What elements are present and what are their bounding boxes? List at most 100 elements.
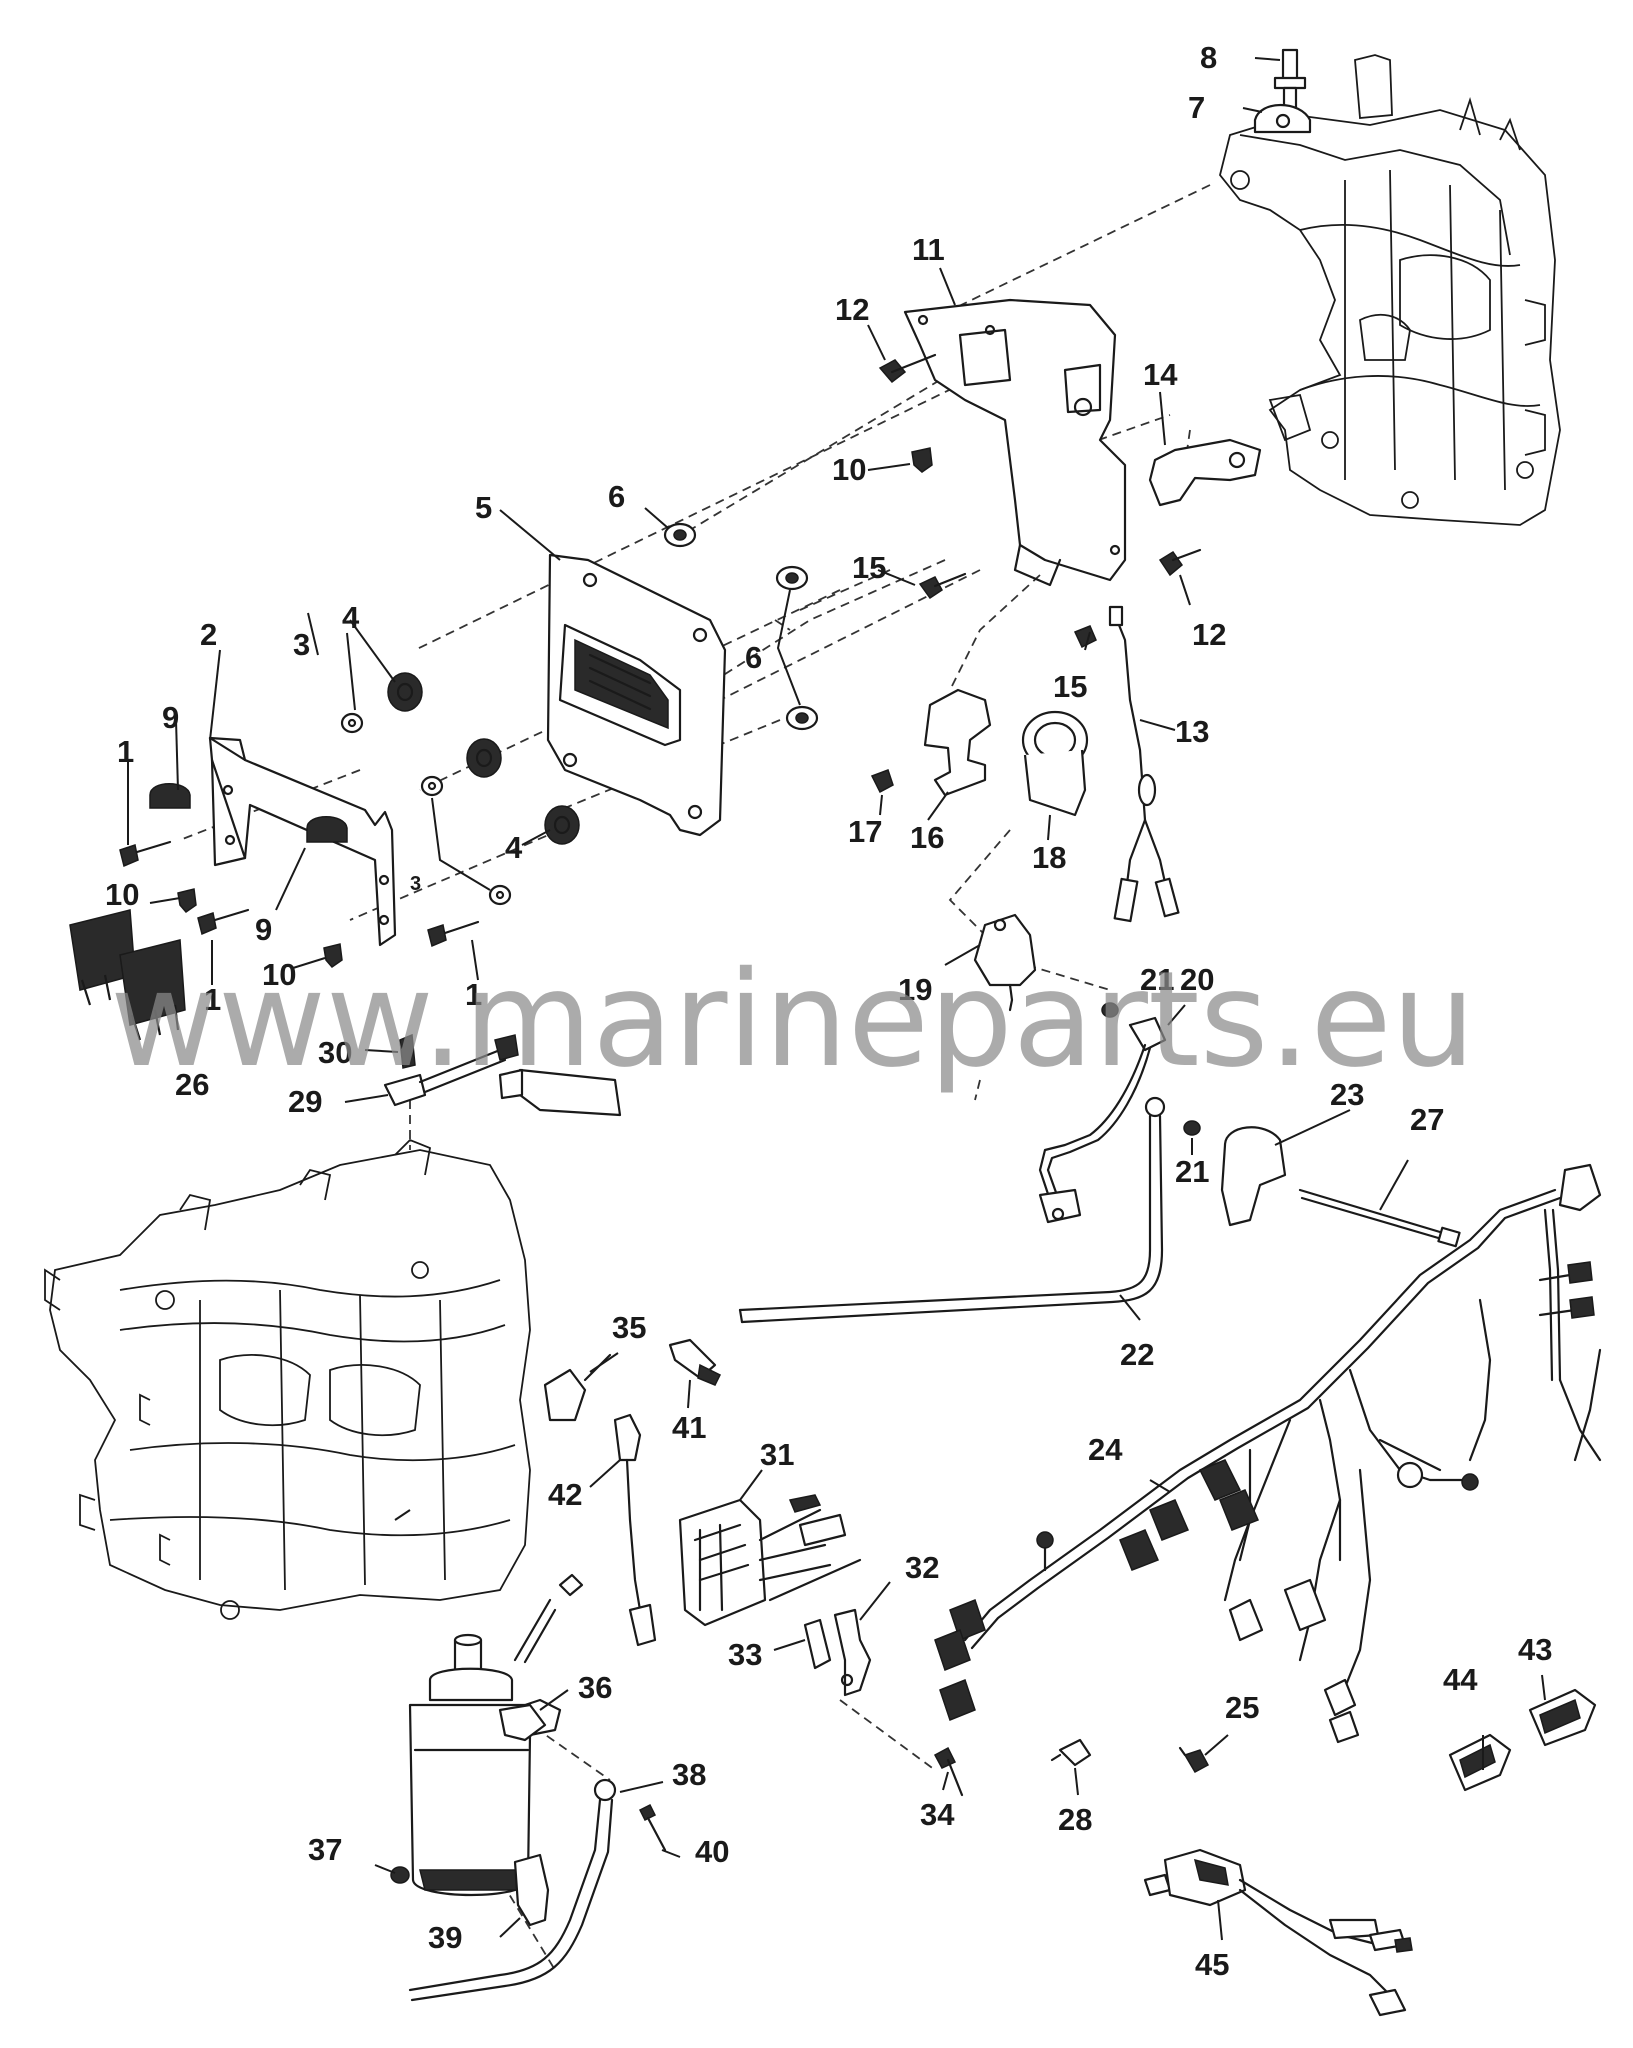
callout-40: 40 bbox=[695, 1834, 729, 1869]
watermark-text: www.marineparts.eu bbox=[110, 943, 1475, 1097]
callout-4: 4 bbox=[342, 600, 360, 635]
isolator-4 bbox=[387, 672, 580, 845]
screw-12-right bbox=[1158, 548, 1202, 577]
spacer-33 bbox=[803, 1618, 832, 1670]
starter-brush-marker bbox=[513, 1573, 584, 1664]
sensor-35 bbox=[543, 1353, 612, 1422]
callout-35: 35 bbox=[612, 1310, 646, 1345]
callout-27: 27 bbox=[1410, 1102, 1444, 1137]
callout-37: 37 bbox=[308, 1832, 342, 1867]
callout-18: 18 bbox=[1032, 840, 1066, 875]
solenoid-31 bbox=[678, 1494, 862, 1627]
callout-1: 1 bbox=[465, 977, 482, 1012]
callout-15: 15 bbox=[852, 550, 886, 585]
callout-21: 21 bbox=[1175, 1154, 1209, 1189]
clamp-7 bbox=[1253, 103, 1312, 134]
callout-36: 36 bbox=[578, 1670, 612, 1705]
callout-7: 7 bbox=[1188, 90, 1205, 125]
clip-10-left bbox=[177, 888, 197, 914]
callout-17: 17 bbox=[848, 814, 882, 849]
ground-cable-22 bbox=[738, 1096, 1166, 1324]
nut-21 bbox=[1101, 1002, 1201, 1136]
washer-3 bbox=[340, 712, 512, 906]
screw-12-top bbox=[878, 353, 937, 384]
bracket-11 bbox=[903, 298, 1127, 587]
callout-1: 1 bbox=[117, 734, 134, 769]
screw-34 bbox=[933, 1746, 964, 1797]
callout-9: 9 bbox=[255, 912, 272, 947]
callout-23: 23 bbox=[1330, 1077, 1364, 1112]
boot-18 bbox=[1021, 710, 1089, 817]
callout-9: 9 bbox=[162, 700, 179, 735]
callout-13: 13 bbox=[1175, 714, 1209, 749]
connector-43 bbox=[1528, 1688, 1597, 1747]
callout-10: 10 bbox=[832, 452, 866, 487]
sensor-lead-13 bbox=[1108, 605, 1180, 923]
callout-22: 22 bbox=[1120, 1337, 1154, 1372]
regulator-19 bbox=[973, 913, 1037, 1012]
callout-43: 43 bbox=[1518, 1632, 1552, 1667]
bracket-32 bbox=[833, 1608, 872, 1697]
callout-34: 34 bbox=[920, 1797, 955, 1832]
callout-6: 6 bbox=[608, 479, 625, 514]
callout-labels: 8 7 11 12 14 10 6 5 15 12 15 13 6 4 3 2 … bbox=[105, 40, 1552, 1982]
callout-5: 5 bbox=[475, 490, 492, 525]
callout-2: 2 bbox=[200, 617, 217, 652]
callout-12: 12 bbox=[1192, 617, 1226, 652]
callout-38: 38 bbox=[672, 1757, 706, 1792]
callout-12: 12 bbox=[835, 292, 869, 327]
callout-11: 11 bbox=[912, 232, 945, 267]
callout-26: 26 bbox=[175, 1067, 209, 1102]
grommet-6 bbox=[663, 522, 819, 731]
upper-engine-block bbox=[1219, 54, 1561, 526]
bracket-39 bbox=[513, 1853, 550, 1927]
connector-44 bbox=[1448, 1733, 1512, 1792]
callout-42: 42 bbox=[548, 1477, 582, 1512]
fuse-28 bbox=[1050, 1738, 1092, 1767]
callout-3: 3 bbox=[410, 873, 421, 895]
starter-motor-36 bbox=[408, 1633, 562, 1897]
screw-17 bbox=[870, 769, 894, 794]
callout-8: 8 bbox=[1200, 40, 1217, 75]
cable-tie-27 bbox=[1298, 1188, 1461, 1248]
callout-16: 16 bbox=[910, 820, 944, 855]
callout-28: 28 bbox=[1058, 1802, 1092, 1837]
plug-wire-42 bbox=[613, 1413, 657, 1647]
callout-10: 10 bbox=[262, 957, 296, 992]
wiring-harness-24 bbox=[934, 1163, 1602, 1744]
callout-3: 3 bbox=[293, 627, 310, 662]
callout-14: 14 bbox=[1143, 357, 1178, 392]
callout-19: 19 bbox=[898, 972, 932, 1007]
callout-45: 45 bbox=[1195, 1947, 1229, 1982]
leader-lines bbox=[127, 57, 1546, 1941]
nut-37 bbox=[390, 1866, 410, 1884]
relay-26 bbox=[69, 909, 186, 1041]
callout-31: 31 bbox=[760, 1437, 794, 1472]
callout-44: 44 bbox=[1443, 1662, 1478, 1697]
callout-41: 41 bbox=[672, 1410, 706, 1445]
bracket-2 bbox=[208, 736, 397, 947]
cable-20 bbox=[1038, 1016, 1167, 1224]
callout-21: 21 bbox=[1140, 962, 1174, 997]
plug-41 bbox=[668, 1338, 722, 1386]
callout-1: 1 bbox=[204, 982, 221, 1017]
clip-14 bbox=[1148, 438, 1262, 507]
screw-15 bbox=[918, 572, 1097, 649]
callout-20: 20 bbox=[1180, 962, 1214, 997]
callout-6: 6 bbox=[745, 640, 762, 675]
connector-29 bbox=[383, 1034, 519, 1107]
callout-24: 24 bbox=[1088, 1432, 1123, 1467]
callout-33: 33 bbox=[728, 1637, 762, 1672]
callout-32: 32 bbox=[905, 1550, 939, 1585]
callout-15: 15 bbox=[1053, 669, 1087, 704]
lower-engine-block bbox=[44, 1138, 531, 1620]
callout-39: 39 bbox=[428, 1920, 462, 1955]
clip-30 bbox=[399, 1033, 416, 1069]
bracket-16 bbox=[923, 688, 992, 797]
callout-30: 30 bbox=[318, 1035, 352, 1070]
ecm-module-5 bbox=[546, 553, 727, 837]
bolt-40 bbox=[638, 1803, 667, 1852]
grease-tube bbox=[498, 1068, 622, 1117]
clip-10-mid bbox=[323, 943, 343, 969]
